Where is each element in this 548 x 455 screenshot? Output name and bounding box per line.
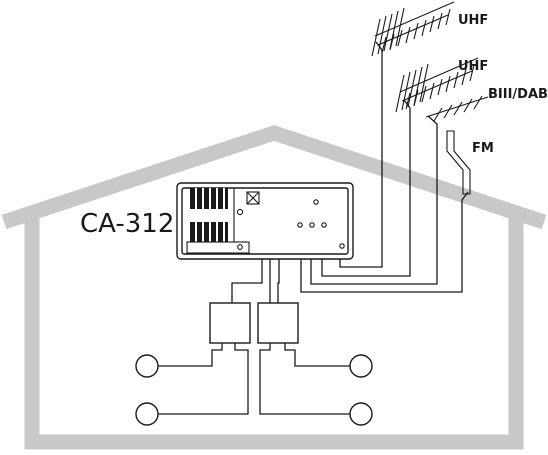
- uhf-middle-antenna-icon: [395, 57, 479, 113]
- tv-outlet-icon: [349, 402, 373, 426]
- fm-antenna-icon: [446, 130, 471, 195]
- biii-dab-label: BIII/DAB: [488, 87, 548, 102]
- uhf-top-label: UHF: [458, 13, 488, 28]
- uhf-middle-label: UHF: [458, 59, 488, 74]
- amplifier-unit: [176, 182, 354, 260]
- heatsink-bottom-icon: [190, 222, 228, 242]
- output-cables: [231, 259, 280, 303]
- tv-outlet-icon: [135, 402, 159, 426]
- house-outline: [1, 125, 547, 450]
- device-label: CA-312: [80, 209, 174, 239]
- splitter-right: [257, 302, 299, 344]
- outlet-cables: [158, 343, 350, 415]
- tv-outlet-icon: [135, 354, 159, 378]
- uhf-top-antenna-icon: [371, 1, 455, 57]
- adjust-screw-icon: [236, 208, 244, 216]
- biii-dab-antenna-icon: [425, 95, 489, 122]
- heatsink-top-icon: [190, 188, 228, 209]
- tv-outlet-icon: [349, 354, 373, 378]
- power-indicator-icon: [246, 191, 260, 205]
- fm-label: FM: [472, 141, 494, 156]
- splitter-left: [209, 302, 251, 344]
